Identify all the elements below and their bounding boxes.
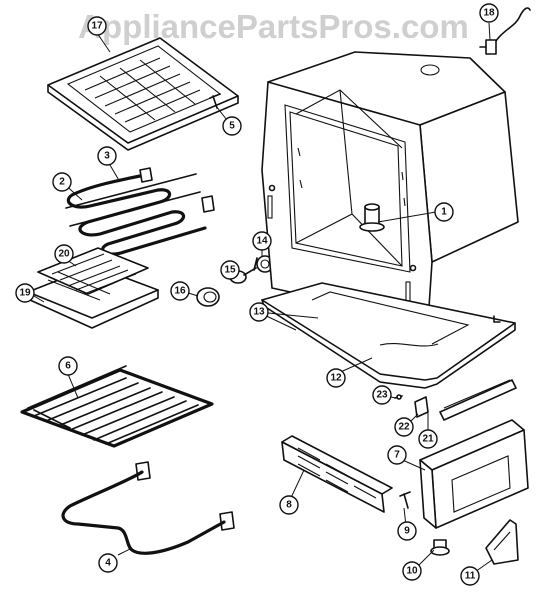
callout-label-10: 10 [406, 566, 418, 577]
callout-2: 2 [52, 172, 72, 192]
oven-cavity-part [261, 51, 519, 323]
callout-4: 4 [98, 553, 118, 573]
callout-label-9: 9 [404, 526, 410, 537]
callout-label-21: 21 [422, 434, 434, 445]
callout-14: 14 [252, 231, 272, 251]
callout-label-18: 18 [483, 8, 495, 19]
callout-3: 3 [97, 146, 117, 166]
callout-label-7: 7 [394, 450, 400, 461]
bottom-panel-part [261, 282, 516, 389]
callout-label-11: 11 [465, 571, 476, 582]
callout-label-12: 12 [330, 373, 342, 384]
callout-label-23: 23 [376, 390, 388, 401]
broil-element-part [61, 461, 235, 555]
callout-10: 10 [402, 561, 422, 581]
callout-label-4: 4 [105, 558, 111, 569]
callout-label-15: 15 [224, 265, 236, 276]
callout-1: 1 [434, 202, 454, 222]
callout-17: 17 [87, 16, 107, 36]
callout-15: 15 [220, 260, 240, 280]
drawer-front-part [419, 419, 529, 529]
callout-6: 6 [58, 356, 78, 376]
callout-23: 23 [372, 385, 392, 405]
callout-18: 18 [479, 3, 499, 23]
callout-16: 16 [170, 281, 190, 301]
callout-13: 13 [249, 302, 269, 322]
callout-label-8: 8 [286, 500, 292, 511]
callout-12: 12 [326, 368, 346, 388]
broiler-pan-part [27, 247, 159, 329]
front-bracket-parts [394, 379, 517, 421]
oven-rack-part [20, 365, 214, 448]
vent-panel-part [281, 435, 393, 513]
callout-5: 5 [222, 116, 242, 136]
callout-20: 20 [54, 244, 74, 264]
callout-22: 22 [394, 417, 414, 437]
callout-label-13: 13 [253, 307, 265, 318]
callout-label-3: 3 [104, 151, 110, 162]
callout-label-2: 2 [59, 177, 65, 188]
callout-8: 8 [279, 495, 299, 515]
callout-11: 11 [460, 566, 480, 586]
callout-label-1: 1 [441, 207, 447, 218]
callout-21: 21 [418, 429, 438, 449]
wire-connector-part [479, 7, 531, 55]
knob-parts [196, 255, 274, 307]
callout-label-14: 14 [256, 236, 268, 247]
callout-label-17: 17 [91, 21, 103, 32]
heating-element-part [65, 167, 215, 256]
callout-label-19: 19 [19, 288, 31, 299]
callout-7: 7 [387, 445, 407, 465]
callout-label-16: 16 [174, 286, 186, 297]
callout-label-5: 5 [229, 121, 235, 132]
callout-19: 19 [15, 283, 35, 303]
watermark-text: AppliancePartsPros.com [78, 8, 469, 45]
small-hardware-parts [399, 491, 519, 565]
broil-plate-part [47, 37, 239, 151]
callout-label-20: 20 [58, 249, 70, 260]
callout-9: 9 [397, 521, 417, 541]
callout-label-6: 6 [65, 361, 71, 372]
callout-label-22: 22 [398, 422, 410, 433]
